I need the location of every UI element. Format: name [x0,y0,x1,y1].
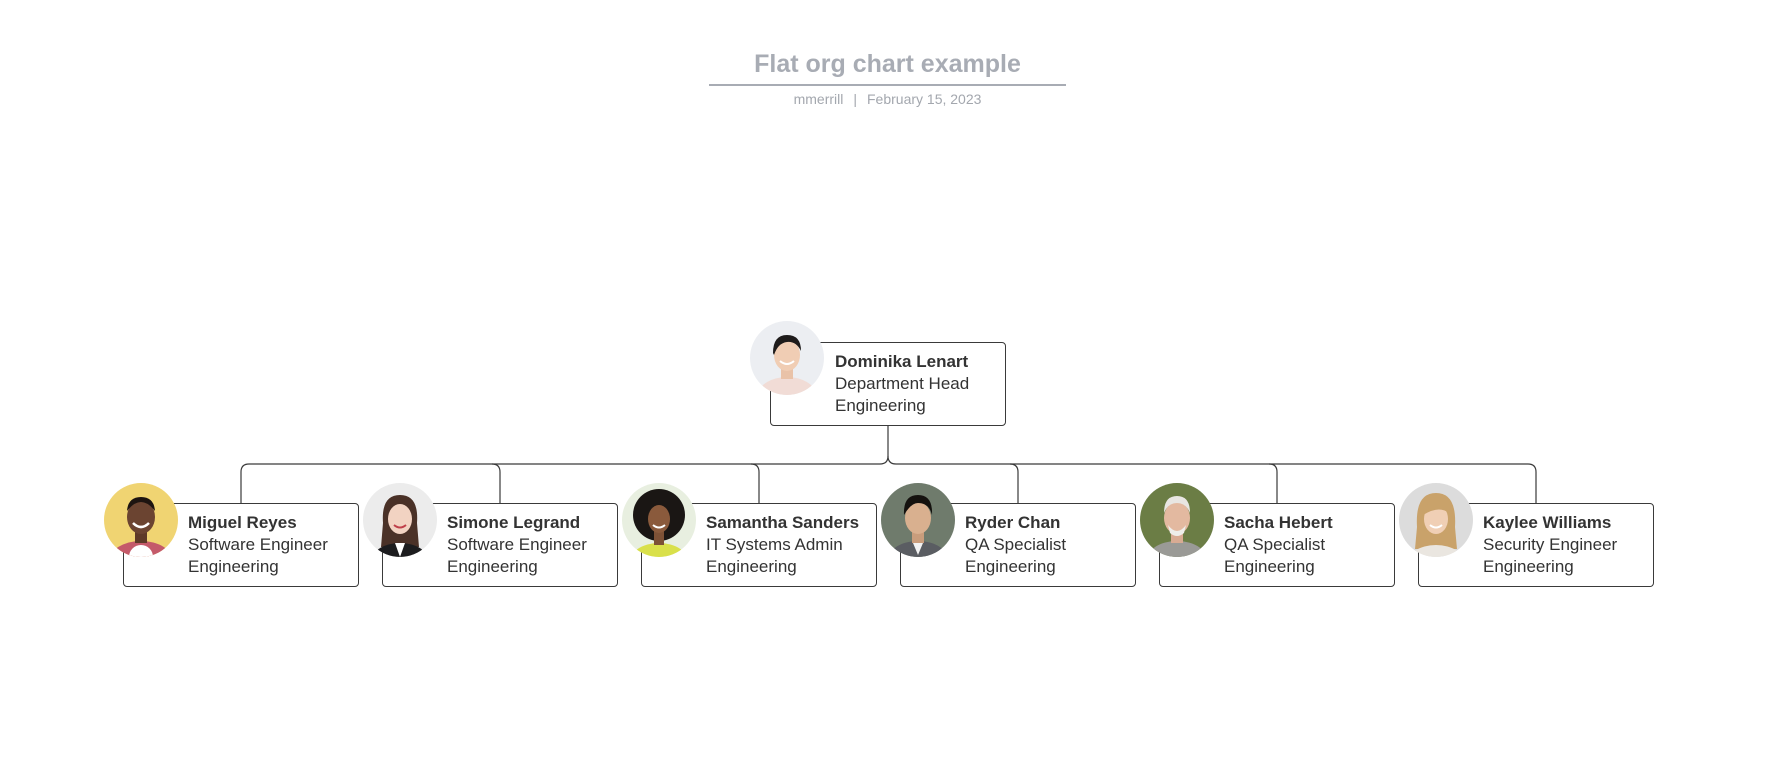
person-name: Kaylee Williams [1483,513,1612,532]
date: February 15, 2023 [867,91,982,107]
document-title: Flat org chart example [754,50,1021,78]
title-underline [709,84,1066,86]
person-name: Sacha Hebert [1224,513,1333,532]
connector-head-right [887,455,1537,503]
connector-2 [750,463,760,503]
avatar [1140,483,1214,557]
avatar [363,483,437,557]
person-name: Samantha Sanders [706,513,860,532]
person-name: Ryder Chan [965,513,1061,532]
avatar [750,321,824,395]
person-role: QA Specialist [965,535,1067,554]
connector-4 [1268,463,1278,503]
person-role: Software Engineer [188,535,328,554]
connector-3 [1009,463,1019,503]
person-department: Engineering [1483,557,1574,576]
document-subtitle: mmerrill | February 15, 2023 [709,91,1066,107]
person-department: Engineering [706,557,797,576]
avatar [104,483,178,557]
separator: | [853,91,857,107]
person-role: Software Engineer [447,535,587,554]
person-department: Engineering [447,557,538,576]
avatar [881,483,955,557]
person-name: Dominika Lenart [835,352,969,371]
person-department: Engineering [188,557,279,576]
connector-1 [491,463,501,503]
person-department: Engineering [1224,557,1315,576]
author: mmerrill [793,91,844,107]
person-role: IT Systems Admin [706,535,843,554]
connector-head [240,425,889,503]
person-role: Security Engineer [1483,535,1618,554]
avatar [1399,483,1473,557]
person-department: Engineering [835,396,926,415]
person-name: Miguel Reyes [188,513,297,532]
person-department: Engineering [965,557,1056,576]
person-role: QA Specialist [1224,535,1326,554]
person-name: Simone Legrand [447,513,581,532]
avatar [622,483,696,557]
person-role: Department Head [835,374,970,393]
